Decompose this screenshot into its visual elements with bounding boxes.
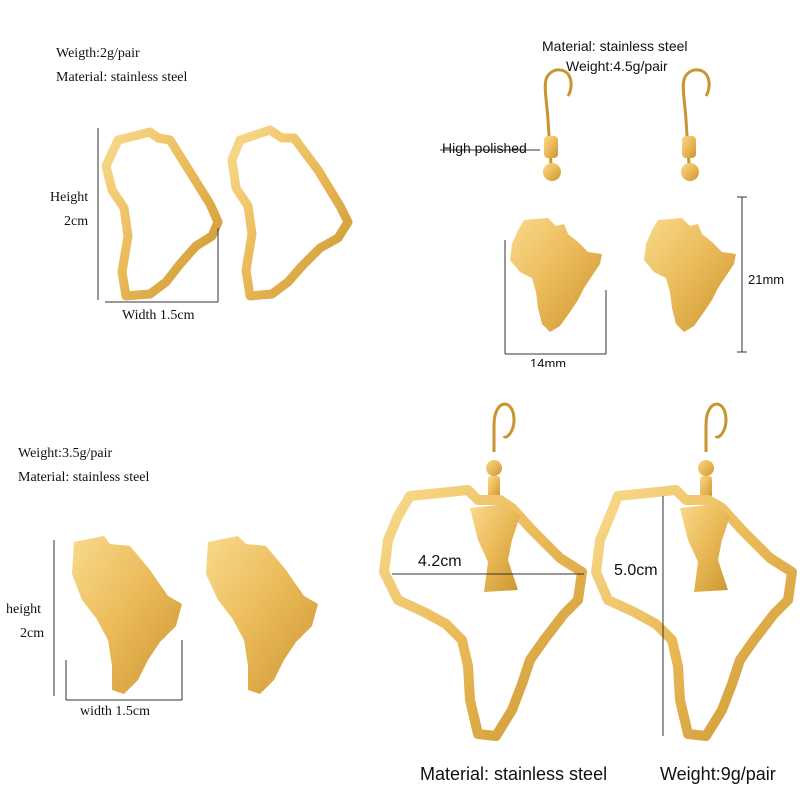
- nefertiti-earring-left: [379, 402, 587, 741]
- dimension-lines-top-right: [440, 149, 747, 355]
- width-value: 14mm: [530, 356, 567, 367]
- hook-earring-left: [510, 68, 602, 332]
- dimension-lines-bottom-right: [392, 496, 664, 736]
- material-label: Material: stainless steel: [542, 38, 688, 54]
- finish-label: High polished: [442, 140, 527, 156]
- weight-label: Weight:9g/pair: [660, 764, 776, 784]
- height-label: Height: [50, 190, 89, 205]
- weight-label: Weigth:2g/pair: [56, 46, 140, 61]
- weight-label: Weight:3.5g/pair: [18, 446, 113, 461]
- height-value: 21mm: [748, 272, 785, 287]
- dimension-lines-top-left: [97, 128, 219, 303]
- material-label: Material: stainless steel: [18, 470, 150, 485]
- solid-stud-earring-right: [206, 536, 318, 694]
- hook-earring-right: [644, 68, 736, 332]
- material-label: Material: stainless steel: [420, 764, 608, 784]
- material-label: Material: stainless steel: [56, 70, 188, 85]
- height-value: 5.0cm: [614, 562, 658, 579]
- width-value: 4.2cm: [418, 553, 462, 570]
- dimension-lines-bottom-left: [53, 540, 183, 701]
- outline-stud-earring-left: [101, 127, 223, 301]
- outline-stud-earring-right: [227, 125, 353, 301]
- height-value: 2cm: [20, 626, 45, 641]
- nefertiti-earring-right: [591, 402, 797, 741]
- height-label: height: [6, 602, 41, 617]
- width-label: width 1.5cm: [80, 704, 150, 719]
- solid-stud-earring-left: [72, 536, 182, 694]
- height-value: 2cm: [64, 214, 89, 229]
- width-label: Width 1.5cm: [122, 308, 195, 323]
- weight-label: Weight:4.5g/pair: [566, 58, 668, 74]
